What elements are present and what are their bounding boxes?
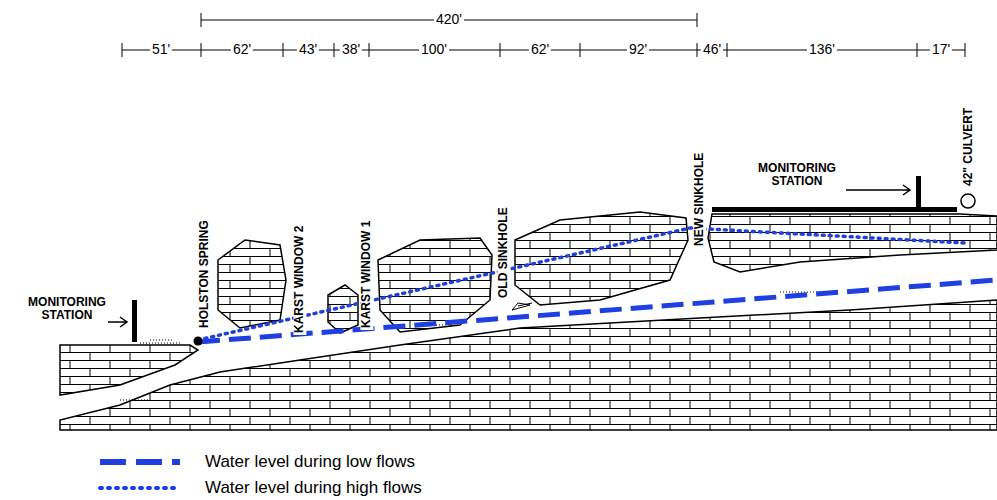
dimension-value: 62' xyxy=(529,42,551,57)
culvert-pipe xyxy=(961,194,975,208)
spring-point xyxy=(194,337,203,346)
rock-block xyxy=(218,240,286,328)
dimension-lines xyxy=(122,13,965,57)
pointer-arrow xyxy=(108,317,127,327)
vertical-label: HOLSTON SPRING xyxy=(198,218,211,330)
vertical-label: NEW SINKHOLE xyxy=(693,151,706,248)
pointer-arrow xyxy=(846,185,910,195)
legend-sample xyxy=(100,459,180,465)
rock-block xyxy=(378,238,492,332)
rock-block xyxy=(515,212,688,305)
dimension-value: 38' xyxy=(340,42,362,57)
dimension-value: 92' xyxy=(627,42,649,57)
water-marks xyxy=(120,292,840,400)
vertical-label: OLD SINKHOLE xyxy=(497,205,510,300)
dimension-value: 17' xyxy=(930,42,952,57)
ground-rock xyxy=(60,345,198,395)
vertical-label: KARST WINDOW 2 xyxy=(293,224,306,335)
monitoring-post xyxy=(916,176,921,208)
station-label: MONITORING STATION xyxy=(752,162,842,188)
high-flow-level xyxy=(198,228,965,340)
flow-arrow xyxy=(512,303,532,310)
monitoring-post xyxy=(132,300,137,342)
dimension-value: 51' xyxy=(150,42,172,57)
legend-sample xyxy=(100,486,180,490)
dimension-value: 46' xyxy=(701,42,723,57)
vertical-label: KARST WINDOW 1 xyxy=(360,219,373,330)
vertical-label: 42" CULVERT xyxy=(962,106,975,188)
low-flow-level xyxy=(198,280,997,342)
legend-text: Water level during high flows xyxy=(205,479,422,498)
legend-text: Water level during low flows xyxy=(205,453,415,472)
dimension-value: 43' xyxy=(297,42,319,57)
dimension-value: 420' xyxy=(434,12,464,27)
rock-block xyxy=(328,285,358,333)
dimension-value: 100' xyxy=(419,42,449,57)
dimension-value: 136' xyxy=(807,42,837,57)
dimension-value: 62' xyxy=(231,42,253,57)
station-label: MONITORING STATION xyxy=(22,296,112,322)
